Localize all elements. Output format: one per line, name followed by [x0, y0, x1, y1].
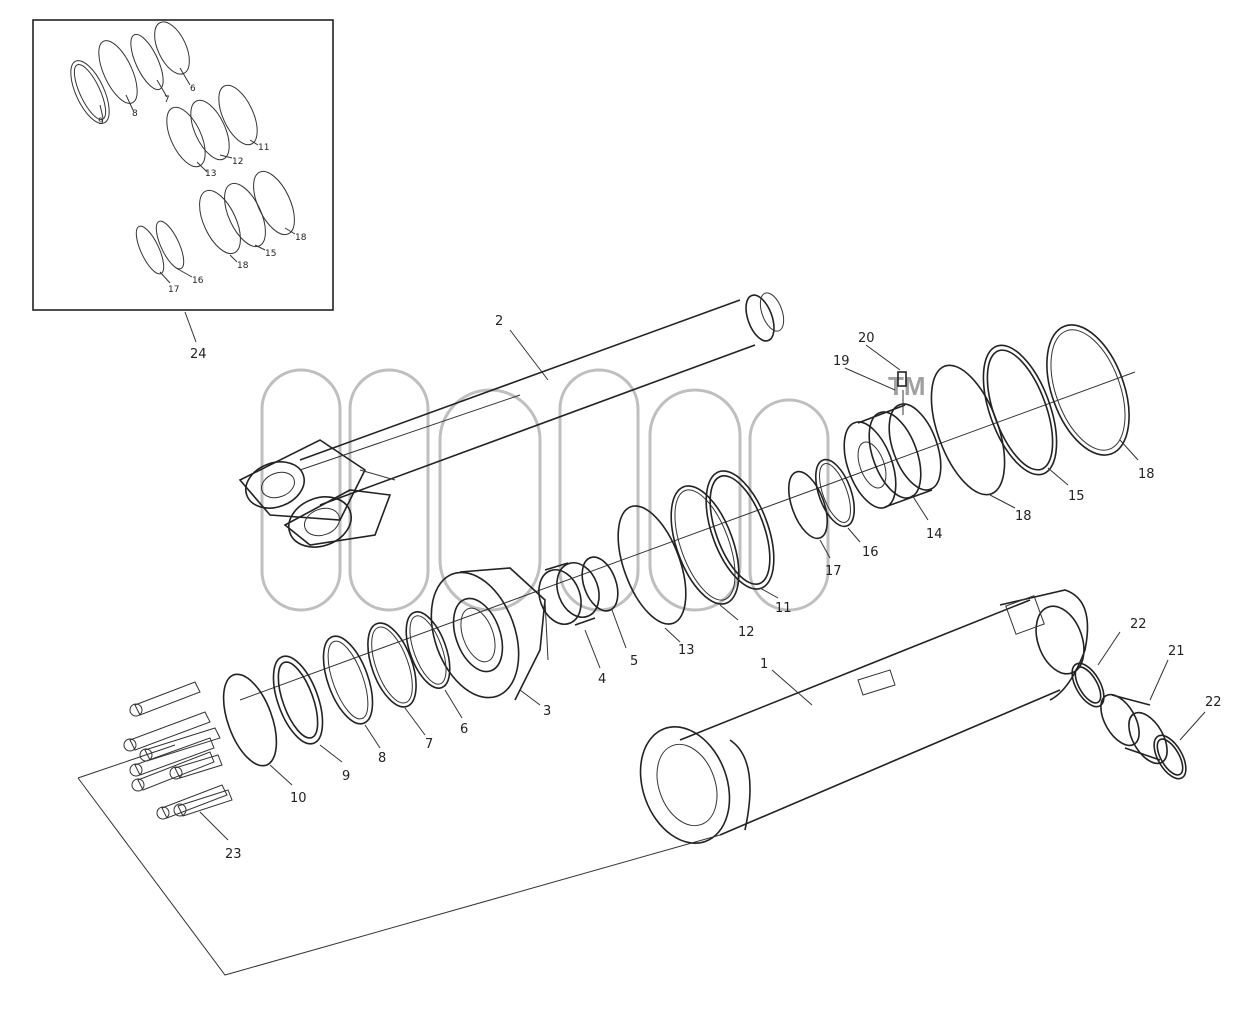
kit-label-17: 17 [168, 285, 179, 295]
kit-label-9: 9 [98, 117, 104, 127]
label-4-bushing: 4 [598, 672, 606, 687]
bolt-bracket-line [77, 777, 721, 976]
label-6: 6 [460, 722, 468, 737]
label-19: 19 [833, 354, 850, 369]
label-3-head: 3 [543, 704, 551, 719]
ring-6 [405, 611, 451, 689]
assembly-axis [239, 371, 1136, 701]
label-18b: 18 [1138, 467, 1155, 482]
ring-12 [670, 485, 740, 605]
ring-8 [322, 635, 374, 725]
label-8: 8 [378, 751, 386, 766]
label-16: 16 [862, 545, 879, 560]
label-12: 12 [738, 625, 755, 640]
kit-label-8: 8 [132, 109, 138, 119]
cylinder-head [430, 567, 549, 701]
ring-13 [617, 505, 687, 625]
label-13: 13 [678, 643, 695, 658]
piston-rod [238, 292, 785, 548]
ring-22b [1153, 734, 1187, 780]
label-23-bolts: 23 [225, 847, 242, 862]
ring-10 [222, 673, 278, 767]
bushing-4 [538, 562, 600, 626]
kit-label-18a: 18 [237, 261, 249, 271]
piston [843, 403, 942, 509]
label-5: 5 [630, 654, 638, 669]
label-2-rod: 2 [495, 314, 503, 329]
label-20: 20 [858, 331, 875, 346]
ring-16 [814, 458, 856, 528]
label-18a: 18 [1015, 509, 1032, 524]
cylinder-barrel [639, 589, 1089, 844]
kit-label-11: 11 [258, 143, 269, 153]
part-20 [897, 371, 907, 387]
ring-17 [787, 470, 829, 540]
label-11: 11 [775, 601, 792, 616]
ring-15 [982, 344, 1058, 476]
label-9: 9 [342, 769, 350, 784]
ring-22a [1071, 662, 1105, 708]
label-22b: 22 [1205, 695, 1222, 710]
ring-7 [367, 622, 417, 708]
kit-label-18b: 18 [295, 233, 307, 243]
kit-label-6: 6 [190, 84, 196, 94]
kit-label-15: 15 [265, 249, 276, 259]
ring-9 [272, 655, 324, 745]
bolts [123, 681, 233, 820]
label-22a: 22 [1130, 617, 1147, 632]
kit-label-12: 12 [232, 157, 243, 167]
kit-label-13: 13 [205, 169, 216, 179]
ring-5 [581, 556, 619, 612]
label-14-piston: 14 [926, 527, 943, 542]
ring-18b [1046, 324, 1130, 456]
kit-label-7: 7 [164, 95, 170, 105]
bush-21 [1100, 693, 1168, 765]
label-7: 7 [425, 737, 433, 752]
label-15: 15 [1068, 489, 1085, 504]
label-10: 10 [290, 791, 307, 806]
seal-kit-box: 9 8 7 6 13 12 11 17 16 18 15 18 [32, 19, 334, 311]
kit-number-label: 24 [190, 347, 207, 362]
kit-label-16: 16 [192, 276, 204, 286]
watermark-logo: TM [260, 368, 926, 612]
label-1-cylinder: 1 [760, 657, 768, 672]
label-17: 17 [825, 564, 842, 579]
label-21: 21 [1168, 644, 1185, 659]
